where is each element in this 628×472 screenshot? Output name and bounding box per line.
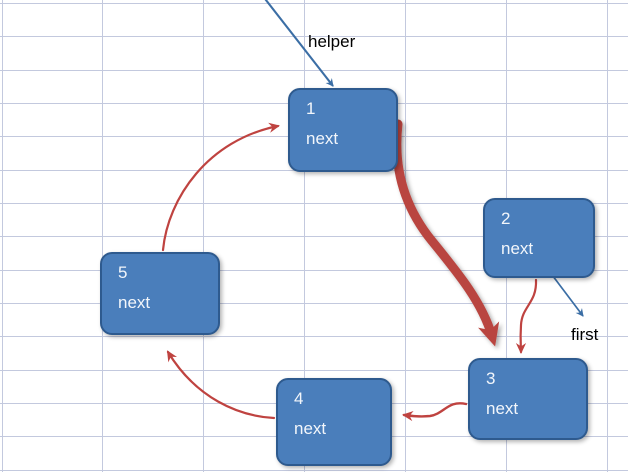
next-node4-to-node5-arrow xyxy=(166,350,276,420)
node-3[interactable]: 3 next xyxy=(468,358,588,440)
next-node5-to-node1-arrow xyxy=(161,122,280,252)
node-5-next-label: next xyxy=(118,293,151,312)
node-3-value: 3 xyxy=(486,369,496,388)
node-4[interactable]: 4 next xyxy=(276,378,392,466)
node-3-next-label: next xyxy=(486,399,519,418)
node-4-value: 4 xyxy=(294,389,304,408)
next-node2-to-node3-arrow xyxy=(515,278,538,354)
pointer-helper-to-node1-arrow xyxy=(264,0,334,87)
rewire-node1-to-node3-arrow xyxy=(392,119,500,347)
helper-label: helper xyxy=(308,32,356,51)
node-1-value: 1 xyxy=(306,99,316,118)
node-2-value: 2 xyxy=(501,209,511,228)
node-1[interactable]: 1 next xyxy=(288,88,398,172)
node-1-next-label: next xyxy=(306,129,339,148)
first-label: first xyxy=(571,325,599,344)
node-2-next-label: next xyxy=(501,239,534,258)
node-5-value: 5 xyxy=(118,263,128,282)
node-4-next-label: next xyxy=(294,419,327,438)
node-2[interactable]: 2 next xyxy=(483,198,595,278)
node-5[interactable]: 5 next xyxy=(100,252,220,335)
next-node3-to-node4-arrow xyxy=(402,402,468,422)
